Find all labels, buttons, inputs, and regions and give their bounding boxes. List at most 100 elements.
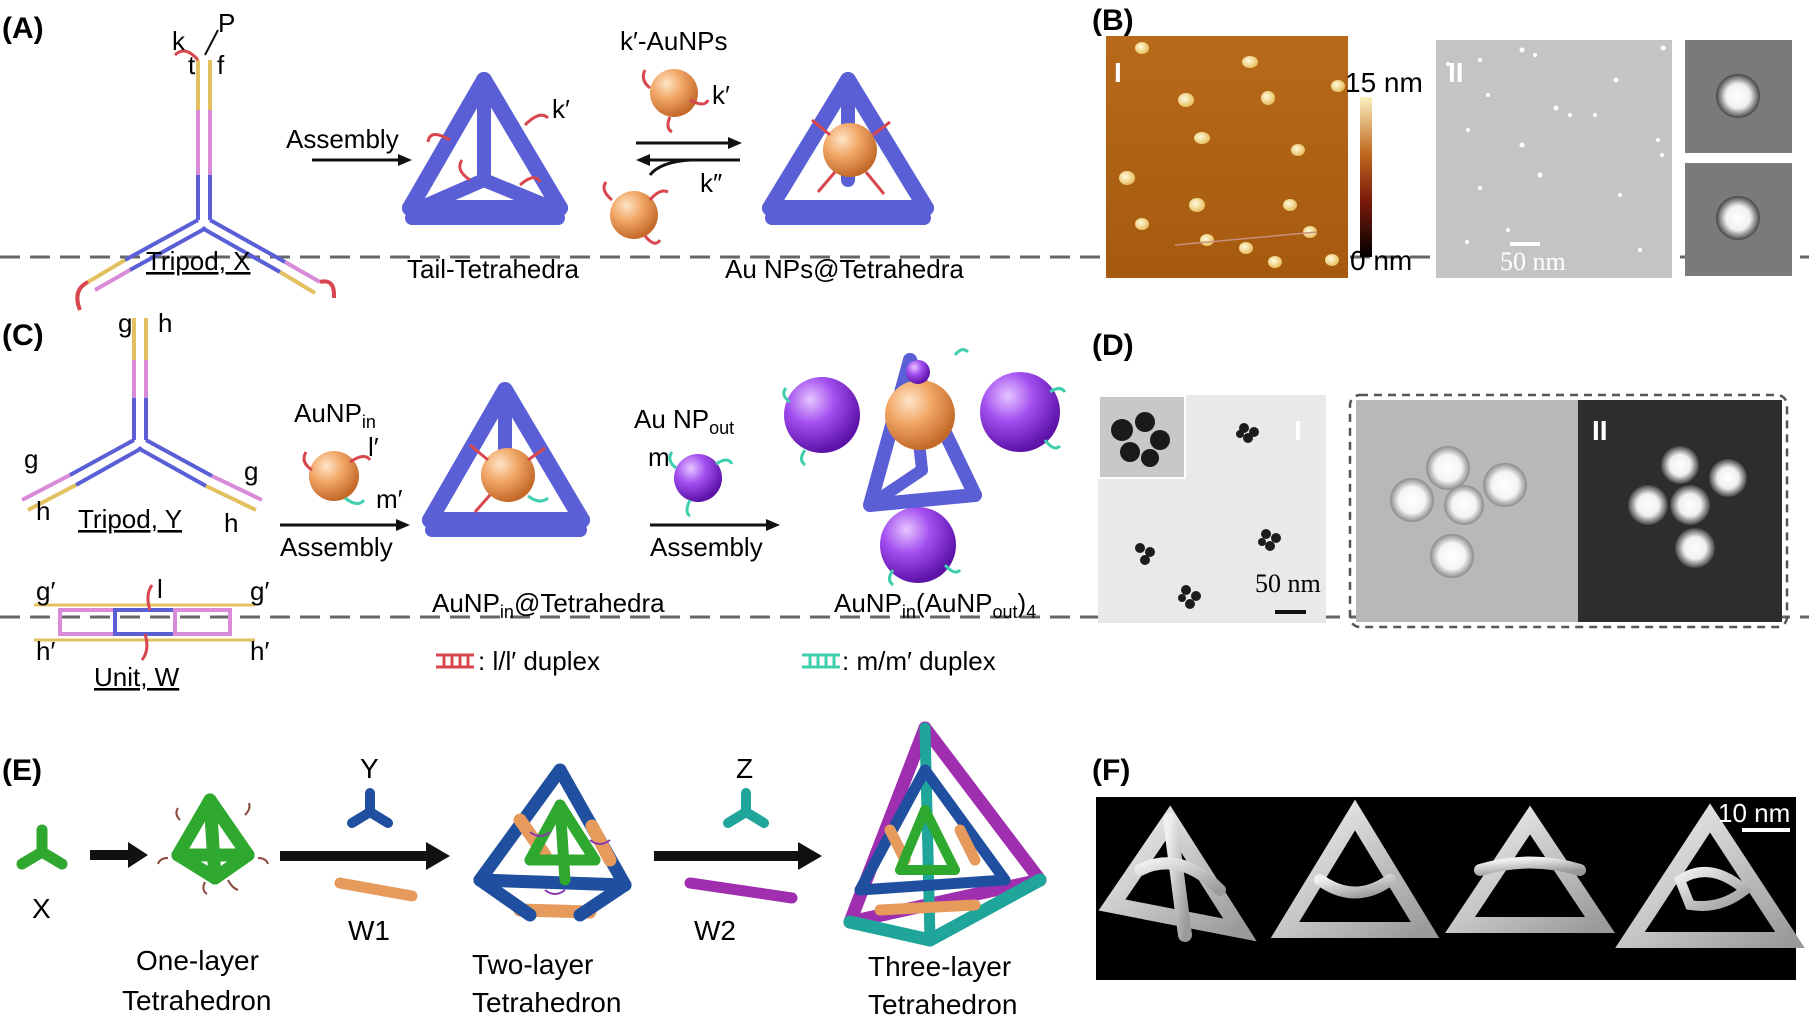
one-layer-tetrahedron bbox=[171, 793, 255, 885]
panel-a-letter: (A) bbox=[2, 12, 44, 45]
panel-c-letter: (C) bbox=[2, 319, 44, 352]
tem-d1-roman-i: I bbox=[1294, 415, 1302, 446]
np-in-mprime: m′ bbox=[376, 484, 403, 514]
tail-tetrahedron bbox=[402, 72, 568, 225]
panel-f-letter: (F) bbox=[1092, 754, 1130, 787]
strand-f: f bbox=[217, 50, 225, 80]
two-layer-label-1: Two-layer bbox=[472, 949, 593, 980]
three-layer-tetrahedron bbox=[843, 721, 1047, 947]
tem-d1-clusters bbox=[1135, 423, 1281, 609]
two-layer-label-2: Tetrahedron bbox=[472, 987, 621, 1018]
assembly-label-a: Assembly bbox=[286, 124, 399, 154]
e-y-label: Y bbox=[360, 753, 379, 784]
e-w2-label: W2 bbox=[694, 915, 736, 946]
gold-np-top bbox=[650, 69, 698, 117]
tem-particles-b bbox=[1446, 45, 1666, 252]
panel-b-letter: (B) bbox=[1092, 4, 1134, 37]
tail-tetra-label: Tail-Tetrahedra bbox=[407, 254, 580, 284]
tem-d2-frame bbox=[1348, 393, 1789, 629]
legend-red-duplex-icon bbox=[436, 653, 474, 669]
c-h-right: h bbox=[224, 508, 238, 538]
w2-rod bbox=[684, 877, 798, 904]
cryo-scalebar-text: 10 nm bbox=[1718, 798, 1790, 828]
final-assembly bbox=[782, 348, 1067, 587]
assembly-label-c2: Assembly bbox=[650, 532, 763, 562]
unit-hprime-right: h′ bbox=[250, 636, 269, 666]
panel-d: (D) I 50 nm II bbox=[1092, 329, 1789, 629]
cryo-em-strip bbox=[1096, 797, 1796, 980]
unit-hprime-left: h′ bbox=[36, 636, 55, 666]
afm-particles bbox=[1119, 42, 1345, 268]
tem-d1-scalebar-text: 50 nm bbox=[1255, 569, 1321, 598]
e-z-label: Z bbox=[736, 753, 753, 784]
tripod-x-diagram bbox=[75, 49, 337, 311]
cryo-model-4 bbox=[1615, 803, 1805, 948]
unit-w-diagram bbox=[34, 584, 255, 661]
kprime-label: k′ bbox=[552, 94, 570, 124]
y-tripod-icon bbox=[347, 788, 393, 828]
unit-l: l bbox=[157, 574, 163, 604]
w1-rod bbox=[334, 877, 418, 902]
gold-np-core-a bbox=[823, 123, 877, 177]
c-h-left: h bbox=[36, 496, 50, 526]
au-np-tetrahedron bbox=[762, 72, 934, 225]
kdoubleprime-label: k″ bbox=[700, 168, 722, 198]
tem-scalebar-b-text: 50 nm bbox=[1500, 247, 1566, 276]
unit-w-label: Unit, W bbox=[94, 662, 180, 692]
two-layer-tetrahedron bbox=[473, 763, 632, 922]
in-tetra-label: AuNPin@Tetrahedra bbox=[432, 588, 665, 622]
tem-image-b bbox=[1436, 40, 1672, 278]
assembly-label-c1: Assembly bbox=[280, 532, 393, 562]
c-g-right: g bbox=[244, 456, 258, 486]
au-tetra-label: Au NPs@Tetrahedra bbox=[725, 254, 964, 284]
afm-roman-i: I bbox=[1114, 57, 1122, 88]
legend-red-text: : l/l′ duplex bbox=[478, 646, 600, 676]
panel-c: (C) g h g h g h Tripod, Y bbox=[2, 308, 1067, 692]
strand-t: t bbox=[188, 50, 196, 80]
np-out-sphere bbox=[674, 454, 722, 502]
tem-roman-ii: II bbox=[1448, 57, 1464, 88]
unit-gprime-left: g′ bbox=[36, 576, 55, 606]
panel-e-letter: (E) bbox=[2, 754, 42, 787]
c-g-left: g bbox=[24, 444, 38, 474]
kprime-on-np: k′ bbox=[712, 80, 730, 110]
np-in-label: AuNPin bbox=[294, 398, 376, 432]
tem-d2-raw-particles bbox=[1390, 446, 1527, 578]
cryo-model-2 bbox=[1270, 799, 1440, 938]
e-w1-label: W1 bbox=[348, 915, 390, 946]
c-h-top: h bbox=[158, 308, 172, 338]
afm-colorbar bbox=[1360, 97, 1372, 257]
panel-a: (A) k P t f bbox=[2, 8, 964, 311]
colorbar-min: 0 nm bbox=[1350, 245, 1412, 276]
afm-image bbox=[1106, 36, 1348, 278]
strand-p: P bbox=[218, 8, 235, 38]
np-in-core bbox=[481, 448, 535, 502]
np-out-label: Au NPout bbox=[634, 404, 734, 438]
gold-np-bottom bbox=[610, 191, 658, 239]
cryo-model-3 bbox=[1445, 805, 1615, 942]
tem-inset-d1 bbox=[1098, 395, 1186, 479]
np-in-lprime: l′ bbox=[368, 432, 379, 462]
tem-d2-roman-ii: II bbox=[1592, 415, 1608, 446]
panel-e: (E) X One-layer Tetrahedron bbox=[2, 721, 1047, 1020]
unit-gprime-right: g′ bbox=[250, 576, 269, 606]
three-layer-label-1: Three-layer bbox=[868, 951, 1011, 982]
c-g-top: g bbox=[118, 308, 132, 338]
legend-teal-text: : m/m′ duplex bbox=[842, 646, 996, 676]
x-tripod-icon bbox=[16, 824, 68, 870]
panel-b: (B) I 15 nm 0 nm bbox=[1092, 4, 1792, 278]
strand-k: k bbox=[172, 26, 186, 56]
tem-d2-model-particles bbox=[1628, 446, 1747, 568]
np-in-sphere bbox=[309, 451, 359, 501]
z-tripod-icon bbox=[723, 788, 769, 828]
colorbar-max: 15 nm bbox=[1345, 67, 1423, 98]
legend-teal-duplex-icon bbox=[802, 653, 840, 669]
e-x-label: X bbox=[32, 893, 51, 924]
three-layer-label-2: Tetrahedron bbox=[868, 989, 1017, 1020]
tripod-y-label: Tripod, Y bbox=[78, 504, 182, 534]
final-assembly-label: AuNPin(AuNPout)4 bbox=[834, 588, 1036, 622]
kprime-np-label: k′-AuNPs bbox=[620, 26, 727, 56]
cryo-model-1 bbox=[1098, 805, 1257, 942]
panel-d-letter: (D) bbox=[1092, 329, 1134, 362]
